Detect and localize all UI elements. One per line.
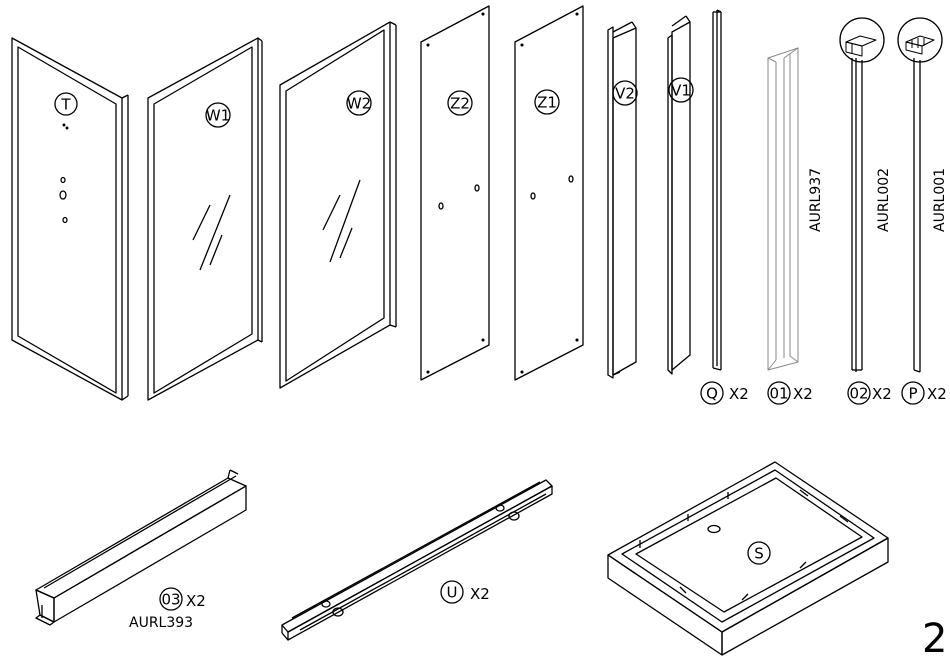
label-v2: V2: [615, 85, 635, 103]
label-03: 03: [161, 591, 180, 609]
label-w1: W1: [206, 107, 230, 125]
panel-v1: [668, 16, 690, 374]
qty-p: X2: [927, 385, 947, 403]
code-aurl002: AURL002: [876, 168, 892, 232]
panel-w2: [280, 22, 396, 388]
panel-t: [12, 38, 128, 400]
qty-q: X2: [729, 385, 749, 403]
profile-01: [768, 48, 798, 370]
label-z1: Z1: [537, 94, 557, 112]
panel-w1: [148, 38, 262, 400]
label-v1: V1: [671, 82, 691, 100]
qty-02: X2: [872, 385, 892, 403]
panel-v2: [608, 22, 636, 378]
label-01: 01: [769, 385, 788, 403]
panel-z2: [421, 6, 489, 380]
label-z2: Z2: [450, 95, 470, 113]
label-q: Q: [706, 385, 718, 403]
profile-03: [36, 470, 246, 625]
code-aurl937: AURL937: [808, 168, 824, 232]
label-w2: W2: [347, 95, 371, 113]
profile-q: [713, 10, 721, 370]
qty-03: X2: [186, 592, 206, 610]
code-aurl393: AURL393: [129, 615, 193, 631]
label-u: U: [447, 584, 458, 602]
panel-z1: [515, 6, 583, 380]
qty-01: X2: [793, 385, 813, 403]
profile-u: [282, 480, 552, 640]
shower-tray-s: [608, 462, 888, 655]
label-s: S: [754, 545, 764, 563]
label-p: P: [908, 385, 917, 403]
code-aurl001: AURL001: [932, 168, 948, 232]
qty-u: X2: [470, 585, 490, 603]
label-02: 02: [849, 385, 868, 403]
label-t: T: [60, 96, 71, 114]
page-number: 2: [922, 616, 947, 660]
